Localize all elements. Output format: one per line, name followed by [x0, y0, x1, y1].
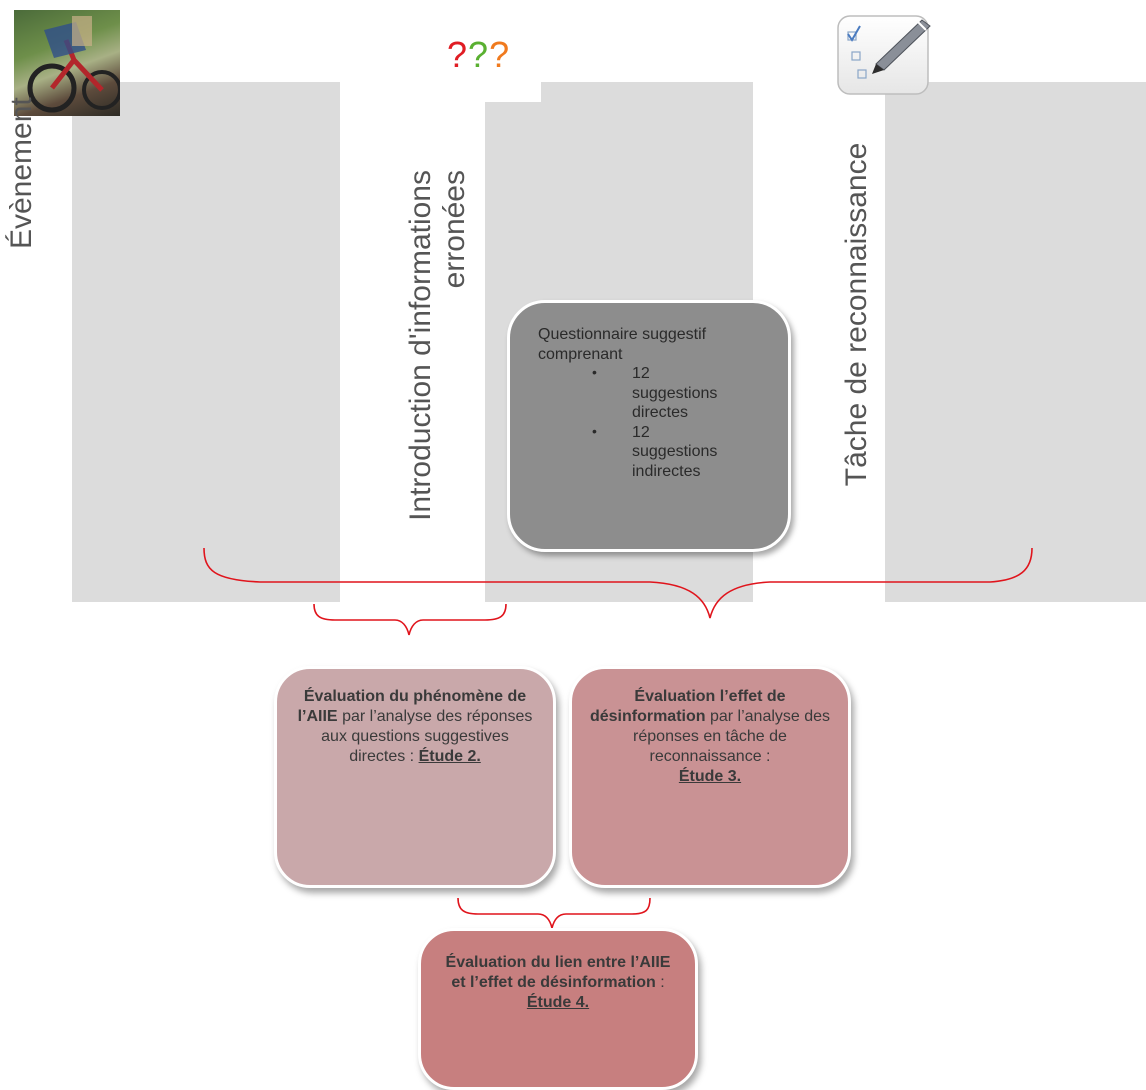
- questionnaire-intro: Questionnaire suggestif comprenant: [538, 326, 707, 363]
- study-2-text: par l’analyse des réponses aux questions…: [321, 708, 533, 765]
- study-4-link: Étude 4.: [526, 994, 590, 1011]
- recognition-column: [885, 82, 1146, 602]
- question-mark-orange: ?: [489, 34, 511, 75]
- bicycle-photo: [14, 10, 120, 116]
- column-notch: [485, 82, 541, 102]
- questionnaire-box: Questionnaire suggestif comprenant 12 su…: [507, 300, 791, 552]
- study-3-box: Évaluation l’effet de désinformation par…: [569, 666, 851, 888]
- study-4-box: Évaluation du lien entre l’AIIE et l’eff…: [418, 928, 698, 1090]
- questionnaire-item: 12 suggestions directes: [538, 364, 722, 423]
- study-3-link: Étude 3.: [678, 768, 742, 785]
- question-mark-green: ?: [468, 34, 490, 75]
- study-2-box: Évaluation du phénomène de l’AIIE par l’…: [274, 666, 556, 888]
- questionnaire-item: 12 suggestions indirectes: [538, 423, 722, 482]
- question-mark-red: ?: [447, 34, 469, 75]
- study-2-link: Étude 2.: [418, 748, 481, 765]
- study-4-title: Évaluation du lien entre l’AIIE et l’eff…: [445, 954, 671, 991]
- checklist-pen-icon: [837, 15, 931, 95]
- study-2-title: Évaluation du phénomène de l’AIIE: [297, 688, 527, 725]
- question-marks: ???: [447, 34, 510, 76]
- brace-misinfo: [313, 603, 507, 636]
- study-4-text: :: [660, 974, 665, 991]
- study-3-title: Évaluation l’effet de désinformation: [589, 688, 786, 725]
- brace-studies: [457, 897, 651, 929]
- study-3-text: par l’analyse des réponses en tâche de r…: [633, 708, 831, 765]
- brace-main: [203, 547, 1033, 619]
- questionnaire-list: 12 suggestions directes 12 suggestions i…: [538, 364, 774, 481]
- event-column: [72, 82, 340, 602]
